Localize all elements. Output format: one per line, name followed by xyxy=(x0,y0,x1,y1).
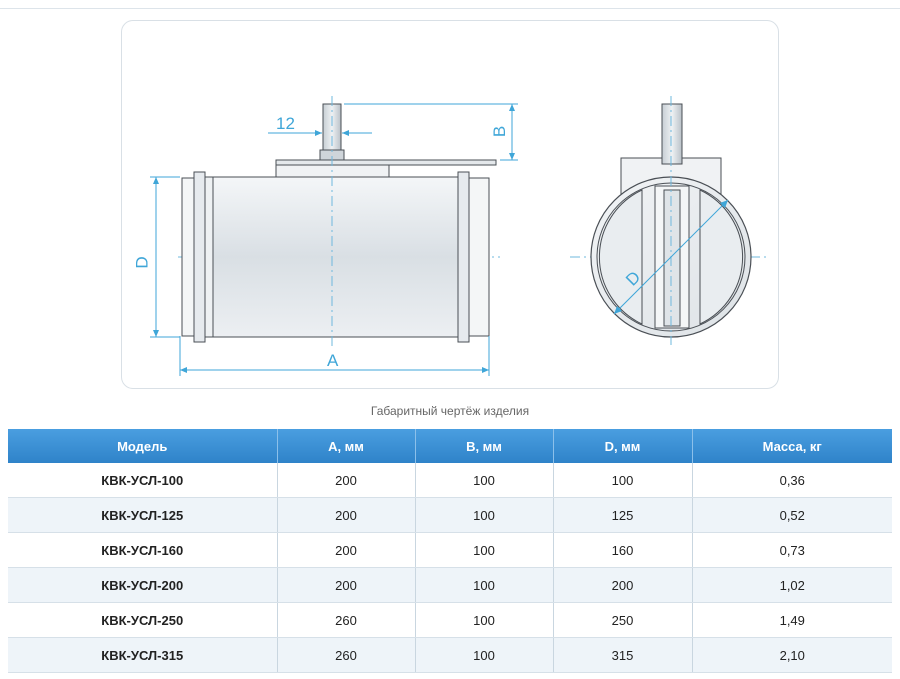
cell-d: 315 xyxy=(553,637,693,673)
header-mass: Масса, кг xyxy=(692,429,892,463)
cell-mass: 2,10 xyxy=(692,637,892,673)
cell-model: КВК-УСЛ-125 xyxy=(8,497,278,533)
header-d: D, мм xyxy=(553,429,693,463)
dimension-label-12: 12 xyxy=(276,114,295,133)
header-b: B, мм xyxy=(415,429,554,463)
table-row: КВК-УСЛ-100 200 100 100 0,36 xyxy=(8,463,892,498)
cell-d: 160 xyxy=(553,532,693,568)
cell-b: 100 xyxy=(415,567,554,603)
drawing-caption: Габаритный чертёж изделия xyxy=(370,404,530,418)
cell-b: 100 xyxy=(415,532,554,568)
cell-model: КВК-УСЛ-315 xyxy=(8,637,278,673)
header-a: A, мм xyxy=(277,429,416,463)
dimension-label-d-side: D xyxy=(132,256,152,269)
cell-model: КВК-УСЛ-160 xyxy=(8,532,278,568)
cell-a: 260 xyxy=(277,602,416,638)
table-row: КВК-УСЛ-160 200 100 160 0,73 xyxy=(8,532,892,568)
cell-a: 200 xyxy=(277,532,416,568)
dimension-label-b: B xyxy=(490,125,510,138)
cell-a: 260 xyxy=(277,637,416,673)
cell-d: 100 xyxy=(553,463,693,498)
cell-model: КВК-УСЛ-100 xyxy=(8,463,278,498)
cell-d: 200 xyxy=(553,567,693,603)
side-view xyxy=(150,96,518,376)
front-view xyxy=(570,96,770,345)
cell-a: 200 xyxy=(277,497,416,533)
cell-a: 200 xyxy=(277,567,416,603)
cell-mass: 1,02 xyxy=(692,567,892,603)
cell-b: 100 xyxy=(415,602,554,638)
table-row: КВК-УСЛ-250 260 100 250 1,49 xyxy=(8,602,892,638)
table-row: КВК-УСЛ-315 260 100 315 2,10 xyxy=(8,637,892,673)
technical-drawing xyxy=(150,96,770,376)
cell-model: КВК-УСЛ-200 xyxy=(8,567,278,603)
top-divider xyxy=(0,8,900,9)
header-model: Модель xyxy=(8,429,278,463)
table-row: КВК-УСЛ-125 200 100 125 0,52 xyxy=(8,497,892,533)
cell-model: КВК-УСЛ-250 xyxy=(8,602,278,638)
dimension-label-a: A xyxy=(327,351,339,370)
cell-mass: 0,73 xyxy=(692,532,892,568)
cell-d: 250 xyxy=(553,602,693,638)
cell-b: 100 xyxy=(415,497,554,533)
table-row: КВК-УСЛ-200 200 100 200 1,02 xyxy=(8,567,892,603)
cell-mass: 0,52 xyxy=(692,497,892,533)
cell-b: 100 xyxy=(415,637,554,673)
cell-a: 200 xyxy=(277,463,416,498)
cell-b: 100 xyxy=(415,463,554,498)
table-header-row: Модель A, мм B, мм D, мм Масса, кг xyxy=(8,429,892,463)
cell-mass: 1,49 xyxy=(692,602,892,638)
cell-mass: 0,36 xyxy=(692,463,892,498)
specification-table: Модель A, мм B, мм D, мм Масса, кг КВК-У… xyxy=(8,429,892,673)
cell-d: 125 xyxy=(553,497,693,533)
